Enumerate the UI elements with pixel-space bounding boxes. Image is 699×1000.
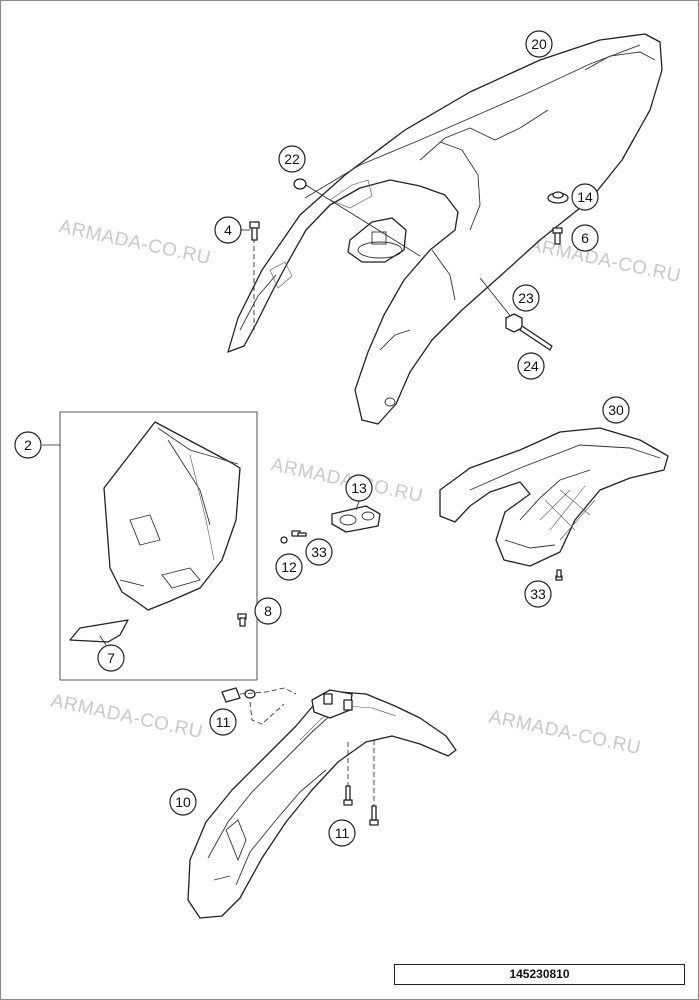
svg-text:14: 14 — [577, 189, 593, 205]
number-plate-box — [59, 411, 258, 681]
leader-22 — [300, 181, 421, 257]
front-fender — [187, 687, 457, 919]
callout-30: 30 — [602, 396, 630, 424]
callout-12: 12 — [275, 553, 303, 581]
svg-text:7: 7 — [107, 650, 115, 666]
callout-24: 24 — [517, 352, 545, 380]
callout-8: 8 — [254, 597, 282, 625]
svg-text:23: 23 — [518, 290, 534, 306]
clamp-bracket — [237, 505, 381, 627]
svg-text:4: 4 — [224, 222, 232, 238]
watermark: ARMADA-CO.RU — [527, 234, 683, 287]
rear-fender — [227, 33, 663, 425]
callout-23: 23 — [512, 284, 540, 312]
svg-text:30: 30 — [608, 402, 624, 418]
svg-text:33: 33 — [311, 544, 327, 560]
svg-text:24: 24 — [523, 358, 539, 374]
watermark: ARMADA-CO.RU — [49, 690, 205, 743]
rear-cover — [439, 427, 669, 581]
watermark: ARMADA-CO.RU — [487, 706, 643, 759]
svg-text:11: 11 — [335, 825, 350, 841]
callout-13: 13 — [345, 474, 373, 502]
svg-text:20: 20 — [531, 36, 547, 52]
svg-text:10: 10 — [175, 794, 191, 810]
svg-text:22: 22 — [284, 151, 300, 167]
callout-11-bottom: 11 — [328, 819, 356, 847]
callout-33-right: 33 — [524, 580, 552, 608]
svg-text:6: 6 — [581, 230, 589, 246]
svg-text:11: 11 — [216, 714, 231, 730]
callout-33-left: 33 — [305, 538, 333, 566]
watermark: ARMADA-CO.RU — [269, 454, 425, 507]
callout-7: 7 — [97, 644, 125, 672]
document-number: 145230810 — [394, 964, 685, 985]
callout-10: 10 — [169, 788, 197, 816]
svg-text:2: 2 — [24, 437, 32, 453]
callout-14: 14 — [571, 183, 599, 211]
callout-11-top: 11 — [209, 708, 237, 736]
leader-23 — [479, 277, 513, 319]
callout-20: 20 — [525, 30, 553, 58]
callout-4: 4 — [214, 216, 242, 244]
watermark: ARMADA-CO.RU — [57, 216, 213, 269]
svg-text:8: 8 — [264, 603, 272, 619]
svg-text:13: 13 — [351, 480, 367, 496]
callout-2: 2 — [14, 431, 42, 459]
hardware-top — [249, 178, 569, 351]
svg-text:33: 33 — [530, 586, 546, 602]
callout-6: 6 — [571, 224, 599, 252]
svg-text:12: 12 — [281, 559, 297, 575]
callout-22: 22 — [278, 145, 306, 173]
